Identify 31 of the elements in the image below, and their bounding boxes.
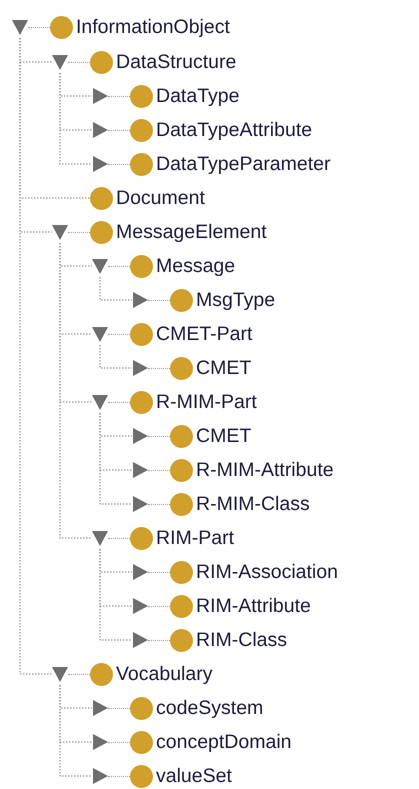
class-label: InformationObject [76, 15, 230, 39]
class-label: Message [156, 254, 236, 278]
class-label: R-MIM-Part [156, 390, 257, 414]
class-label: R-MIM-Class [196, 492, 310, 516]
class-label: RIM-Part [156, 526, 234, 550]
tree-connector [99, 413, 132, 505]
tree-connector [59, 685, 92, 777]
tree-connector [99, 549, 132, 641]
class-label: MsgType [196, 288, 276, 312]
class-label: MessageElement [116, 220, 267, 244]
class-label: valueSet [156, 764, 232, 788]
class-label: DataType [156, 84, 240, 108]
class-label: Vocabulary [116, 662, 212, 686]
tree-connector [59, 243, 92, 539]
class-label: CMET-Part [156, 322, 252, 346]
class-label: DataTypeAttribute [156, 118, 312, 142]
class-label: DataTypeParameter [156, 152, 331, 176]
class-label: codeSystem [156, 696, 264, 720]
class-label: conceptDomain [156, 730, 292, 754]
class-label: CMET [196, 356, 252, 380]
tree-connector [59, 73, 92, 165]
tree-connector [99, 345, 132, 369]
class-label: DataStructure [116, 50, 236, 74]
class-label: CMET [196, 424, 252, 448]
class-label: RIM-Class [196, 628, 287, 652]
class-label: Document [116, 186, 205, 210]
tree-connector [19, 38, 52, 675]
tree-connector [99, 277, 132, 301]
class-label: RIM-Association [196, 560, 338, 584]
class-label: R-MIM-Attribute [196, 458, 334, 482]
class-label: RIM-Attribute [196, 594, 311, 618]
